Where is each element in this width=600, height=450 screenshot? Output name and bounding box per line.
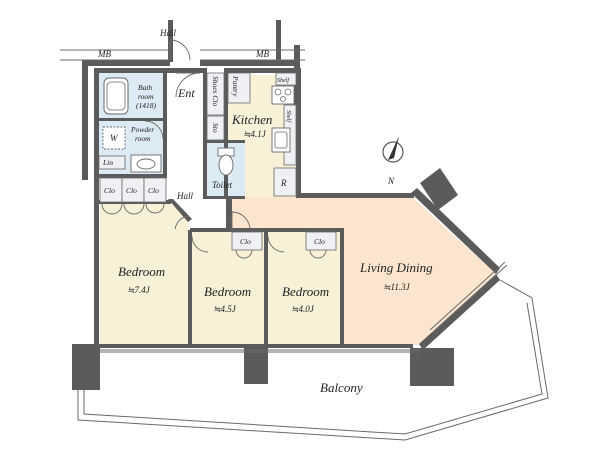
- living-dining-floor: [232, 196, 496, 345]
- bedroom-1-floor: [100, 203, 189, 344]
- lin-label: Lin: [102, 158, 113, 167]
- w-label: W: [110, 133, 119, 143]
- labels: Hall MB MB Ent Bath room (1418) Powder r…: [97, 28, 433, 395]
- shelf-top-label: Shelf: [277, 77, 290, 84]
- bath-label-3: (1418): [136, 101, 156, 110]
- bedroom-3-size: ≒4.0J: [291, 304, 315, 314]
- storage-boxes: [98, 72, 337, 251]
- kitchen-label: Kitchen: [231, 112, 272, 127]
- bath-label-2: room: [138, 92, 154, 101]
- bathtub-icon: [103, 77, 129, 115]
- toilet-label: Toilet: [212, 180, 233, 190]
- clo-c-label: Clo: [148, 186, 159, 195]
- shelf-side-label: Shelf: [285, 110, 292, 123]
- bedroom-1-size: ≒7.4J: [127, 285, 151, 295]
- stove-icon: [271, 85, 295, 105]
- kitchen-size: ≒4.1J: [243, 129, 267, 139]
- clo-e-label: Clo: [314, 237, 325, 246]
- balcony-label: Balcony: [320, 380, 363, 395]
- clo-d-label: Clo: [240, 237, 251, 246]
- toilet-icon: [217, 147, 235, 176]
- shoes-clo-label: Shoes Clo: [211, 76, 220, 106]
- balcony: [77, 261, 549, 441]
- compass-n-label: N: [387, 176, 395, 186]
- washing-machine-icon: [102, 126, 126, 150]
- mb-left-label: MB: [97, 49, 111, 59]
- hall-inner-label: Hall: [176, 191, 194, 201]
- sink-icon: [271, 127, 291, 153]
- powder-label-2: room: [135, 134, 151, 143]
- hall-top-label: Hall: [159, 28, 177, 38]
- bedroom-2-size: ≒4.5J: [213, 304, 237, 314]
- powder-label: Powder: [130, 125, 154, 134]
- living-dining-label: Living Dining: [359, 260, 433, 275]
- mb-right-label: MB: [255, 49, 269, 59]
- clo-a-label: Clo: [104, 186, 115, 195]
- bedroom-2-label: Bedroom: [204, 284, 251, 299]
- ent-label: Ent: [177, 86, 195, 100]
- bedroom-1-label: Bedroom: [118, 264, 165, 279]
- bedroom-3-label: Bedroom: [282, 284, 329, 299]
- living-dining-size: ≒11.3J: [383, 282, 411, 292]
- bedroom-3-floor: [268, 232, 340, 344]
- pantry-label: Pantry: [231, 75, 240, 97]
- sto-label: Sto: [211, 123, 220, 133]
- clo-b-label: Clo: [126, 186, 137, 195]
- washbasin-icon: [130, 154, 162, 173]
- compass-icon: [382, 136, 404, 163]
- r-label: R: [280, 178, 287, 188]
- bath-label: Bath: [138, 83, 152, 92]
